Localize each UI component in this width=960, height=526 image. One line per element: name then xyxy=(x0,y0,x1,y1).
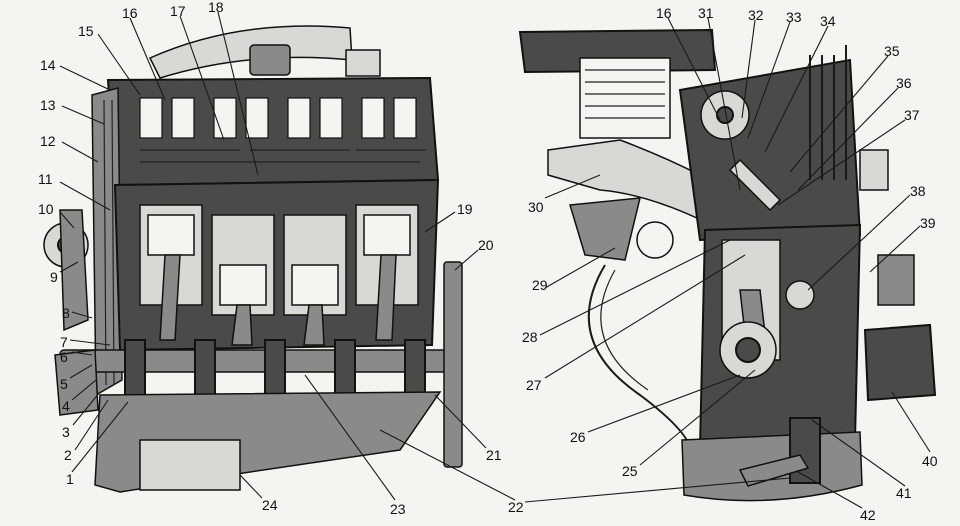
callout-13: 13 xyxy=(40,97,56,113)
callout-35: 35 xyxy=(884,43,900,59)
callout-10: 10 xyxy=(38,201,54,217)
callout-30: 30 xyxy=(528,199,544,215)
callout-labels: 1 2 3 4 5 6 7 8 9 10 11 12 13 14 15 16 1… xyxy=(38,0,938,523)
callout-16b: 16 xyxy=(656,5,672,21)
callout-19: 19 xyxy=(457,201,473,217)
callout-6: 6 xyxy=(60,349,68,365)
transverse-section-drawing xyxy=(518,28,937,502)
callout-3: 3 xyxy=(62,424,70,440)
callout-18: 18 xyxy=(208,0,224,15)
callout-36: 36 xyxy=(896,75,912,91)
callout-22: 22 xyxy=(508,499,524,515)
callout-33: 33 xyxy=(786,9,802,25)
callout-9: 9 xyxy=(50,269,58,285)
callout-5: 5 xyxy=(60,376,68,392)
callout-26: 26 xyxy=(570,429,586,445)
callout-40: 40 xyxy=(922,453,938,469)
callout-31: 31 xyxy=(698,5,714,21)
callout-29: 29 xyxy=(532,277,548,293)
callout-28: 28 xyxy=(522,329,538,345)
callout-23: 23 xyxy=(390,501,406,517)
callout-41: 41 xyxy=(896,485,912,501)
callout-24: 24 xyxy=(262,497,278,513)
callout-39: 39 xyxy=(920,215,936,231)
callout-7: 7 xyxy=(60,334,68,350)
longitudinal-section-drawing xyxy=(43,25,463,493)
callout-21: 21 xyxy=(486,447,502,463)
callout-27: 27 xyxy=(526,377,542,393)
callout-1: 1 xyxy=(66,471,74,487)
callout-4: 4 xyxy=(62,398,70,414)
callout-37: 37 xyxy=(904,107,920,123)
callout-14: 14 xyxy=(40,57,56,73)
callout-32: 32 xyxy=(748,7,764,23)
callout-38: 38 xyxy=(910,183,926,199)
callout-17: 17 xyxy=(170,3,186,19)
callout-42: 42 xyxy=(860,507,876,523)
callout-20: 20 xyxy=(478,237,494,253)
callout-12: 12 xyxy=(40,133,56,149)
callout-16a: 16 xyxy=(122,5,138,21)
callout-15: 15 xyxy=(78,23,94,39)
callout-25: 25 xyxy=(622,463,638,479)
callout-11: 11 xyxy=(38,171,53,187)
callout-2: 2 xyxy=(64,447,72,463)
callout-34: 34 xyxy=(820,13,836,29)
leader-lines xyxy=(59,11,931,509)
callout-8: 8 xyxy=(62,305,70,321)
